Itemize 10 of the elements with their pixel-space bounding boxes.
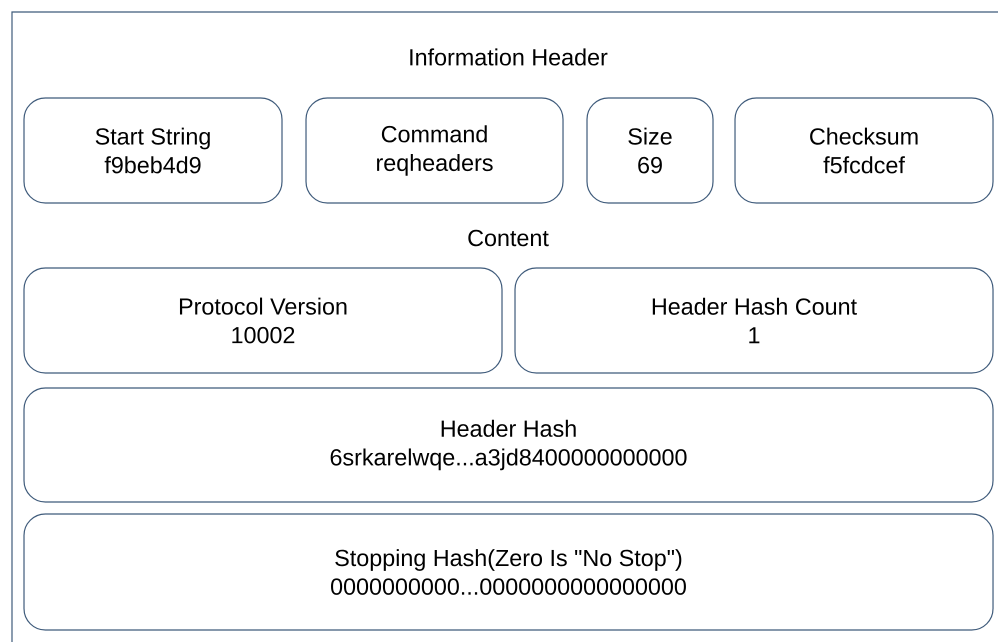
field-box: Header Hash Count 1 xyxy=(514,267,994,374)
field-box: Size 69 xyxy=(586,97,714,204)
field-box: Header Hash 6srkarelwqe...a3jd8400000000000 xyxy=(23,387,994,503)
field-box: Command reqheaders xyxy=(305,97,564,204)
section-heading: Content xyxy=(468,230,549,246)
field-box: Stopping Hash(Zero Is "No Stop") 0000000000...0000000000000000 xyxy=(23,513,994,631)
section-heading: Information Header xyxy=(410,48,608,66)
field-box: Start String f9beb4d9 xyxy=(23,97,283,204)
field-box: Checksum f5fcdcef xyxy=(734,97,994,204)
field-box: Protocol Version 10002 xyxy=(23,267,503,374)
